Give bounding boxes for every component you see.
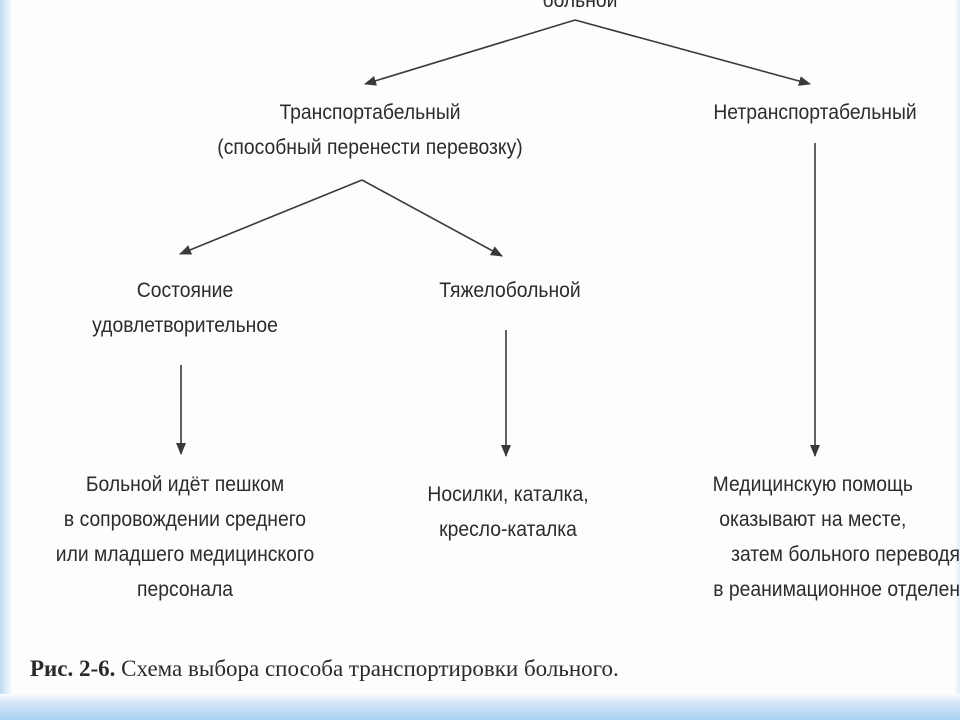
node-satisfactory-line1: Состояние xyxy=(136,279,234,302)
figure-caption-text: Схема выбора способа транспортировки бол… xyxy=(121,656,619,681)
node-onsite-line2: оказывают на месте, xyxy=(719,508,907,531)
node-satisfactory: Состояние удовлетворительное xyxy=(52,276,319,340)
arrow-root-to-transportable xyxy=(364,19,576,86)
frame-bottom-edge xyxy=(0,694,960,720)
node-non-transportable: Нетранспортабельный xyxy=(682,98,949,127)
frame-left-edge xyxy=(0,0,12,720)
node-root: больной xyxy=(534,0,626,15)
node-stretcher-line2: кресло-каталка xyxy=(439,518,577,541)
arrow-transportable-to-severe xyxy=(361,179,503,257)
node-walks: Больной идёт пешком в сопровождении сред… xyxy=(24,470,346,604)
node-onsite-line1: Медицинскую помощь xyxy=(712,473,913,496)
node-root-line1: больной xyxy=(542,0,618,12)
node-transportable-line2: (способный перенести перевозку) xyxy=(217,136,523,159)
node-onsite-line4: в реанимационное отделен xyxy=(713,578,960,601)
node-non-transportable-line1: Нетранспортабельный xyxy=(713,101,917,124)
figure-caption: Рис. 2-6. Схема выбора способа транспорт… xyxy=(30,656,619,682)
node-walks-line1: Больной идёт пешком xyxy=(85,473,285,496)
figure-caption-label: Рис. 2-6. xyxy=(30,656,116,681)
node-walks-line4: персонала xyxy=(136,578,233,601)
node-onsite-line3: затем больного переводя xyxy=(731,543,960,566)
node-transportable-line1: Транспортабельный xyxy=(279,101,461,124)
node-satisfactory-line2: удовлетворительное xyxy=(92,314,278,337)
node-severe: Тяжелобольной xyxy=(409,276,611,305)
frame-right-edge xyxy=(954,0,960,720)
node-severe-line1: Тяжелобольной xyxy=(439,279,581,302)
node-onsite: Медицинскую помощь оказывают на месте, з… xyxy=(666,470,960,604)
node-walks-line2: в сопровождении среднего xyxy=(63,508,307,531)
node-transportable: Транспортабельный (способный перенести п… xyxy=(177,98,563,162)
arrow-root-to-non-transportable xyxy=(574,19,811,86)
node-stretcher: Носилки, каталка, кресло-каталка xyxy=(398,480,619,544)
arrow-transportable-to-satisfactory xyxy=(179,179,363,255)
node-walks-line3: или младшего медицинского xyxy=(55,543,315,566)
node-stretcher-line1: Носилки, каталка, xyxy=(427,483,589,506)
